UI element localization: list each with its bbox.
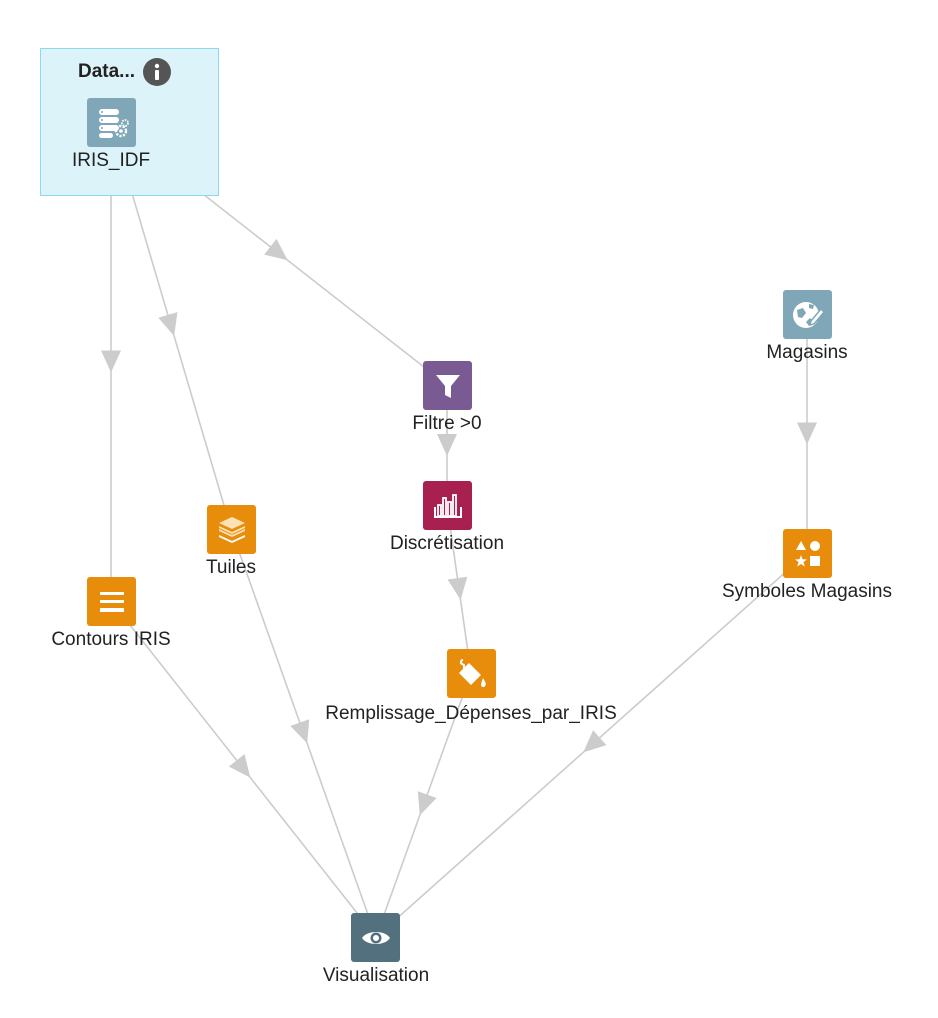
node-label-filtre: Filtre >0 (412, 413, 482, 434)
node-discretisation[interactable] (423, 481, 472, 530)
node-label-symboles: Symboles Magasins (721, 581, 893, 602)
node-remplissage[interactable] (447, 649, 496, 698)
node-filtre[interactable] (423, 361, 472, 410)
database-settings-icon (98, 108, 129, 138)
lines-icon (99, 591, 124, 612)
eye-icon (361, 931, 390, 944)
info-icon[interactable] (143, 58, 172, 86)
data-group-title: Data... (78, 61, 136, 82)
edge-arrow-remplissage-visualisation (417, 791, 437, 816)
node-iris-idf[interactable] (87, 98, 136, 147)
node-visualisation[interactable] (351, 913, 400, 962)
node-label-visualisation: Visualisation (322, 965, 430, 986)
filter-icon (435, 374, 460, 398)
node-label-magasins: Magasins (766, 342, 848, 363)
map-edit-icon (792, 301, 825, 328)
node-symboles[interactable] (783, 529, 832, 578)
node-magasins[interactable] (783, 290, 832, 339)
node-label-tuiles: Tuiles (206, 557, 256, 578)
data-group-header: Data... (78, 58, 172, 86)
edge-arrow-symboles-visualisation (583, 730, 607, 753)
paint-bucket-icon (458, 658, 486, 687)
edge-arrow-tuiles-visualisation (290, 719, 310, 744)
edge-arrow-iris_idf-tuiles (158, 312, 178, 337)
node-tuiles[interactable] (207, 505, 256, 554)
node-label-iris-idf: IRIS_IDF (71, 150, 151, 171)
node-label-remplissage: Remplissage_Dépenses_par_IRIS (325, 703, 617, 724)
shapes-icon (794, 540, 820, 566)
histogram-icon (433, 493, 462, 518)
edge-arrow-iris_idf-contours (101, 350, 121, 373)
node-contours[interactable] (87, 577, 136, 626)
node-label-contours: Contours IRIS (51, 629, 171, 650)
node-label-discretisation: Discrétisation (389, 533, 505, 554)
edge-arrow-iris_idf-filtre (264, 238, 288, 261)
layers-icon (218, 516, 245, 543)
edge-arrow-magasins-symboles (797, 422, 817, 445)
edge-arrow-discretisation-remplissage (447, 576, 468, 600)
edge-arrow-filtre-discretisation (437, 434, 457, 456)
edge-arrow-contours-visualisation (228, 754, 251, 778)
